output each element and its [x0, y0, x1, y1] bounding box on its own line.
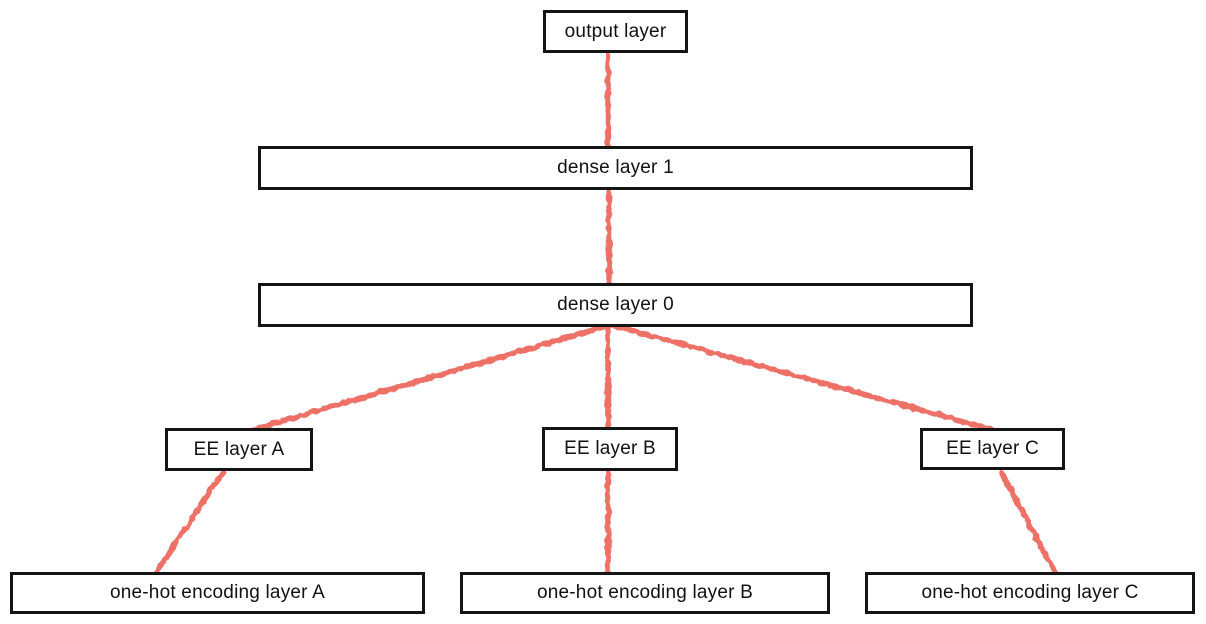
edge-dense-layer-0-to-ee-layer-c [609, 322, 997, 433]
node-ee-layer-b-label: EE layer B [564, 438, 656, 459]
edge-ee-layer-a-to-one-hot-encoding-layer-a [152, 469, 226, 577]
node-ee-layer-a: EE layer A [165, 428, 313, 471]
node-dense-layer-0-label: dense layer 0 [557, 294, 674, 315]
node-output-layer: output layer [543, 10, 688, 53]
node-dense-layer-1-label: dense layer 1 [557, 157, 674, 178]
node-dense-layer-0: dense layer 0 [258, 283, 973, 327]
node-output-layer-label: output layer [564, 20, 667, 42]
edge-dense-layer-0-to-ee-layer-a [249, 322, 613, 433]
node-one-hot-encoding-layer-b: one-hot encoding layer B [460, 572, 830, 614]
node-ee-layer-c-label: EE layer C [946, 438, 1039, 459]
node-one-hot-encoding-layer-c-label: one-hot encoding layer C [921, 582, 1139, 603]
node-one-hot-encoding-layer-c: one-hot encoding layer C [865, 572, 1195, 614]
edge-ee-layer-c-to-one-hot-encoding-layer-c [998, 469, 1059, 577]
node-one-hot-encoding-layer-a-label: one-hot encoding layer A [109, 582, 325, 603]
node-ee-layer-c: EE layer C [920, 428, 1065, 470]
node-ee-layer-b: EE layer B [542, 427, 678, 471]
node-one-hot-encoding-layer-a: one-hot encoding layer A [10, 572, 425, 614]
node-ee-layer-a-label: EE layer A [193, 438, 285, 460]
node-one-hot-encoding-layer-b-label: one-hot encoding layer B [536, 582, 754, 603]
node-dense-layer-1: dense layer 1 [258, 146, 973, 190]
